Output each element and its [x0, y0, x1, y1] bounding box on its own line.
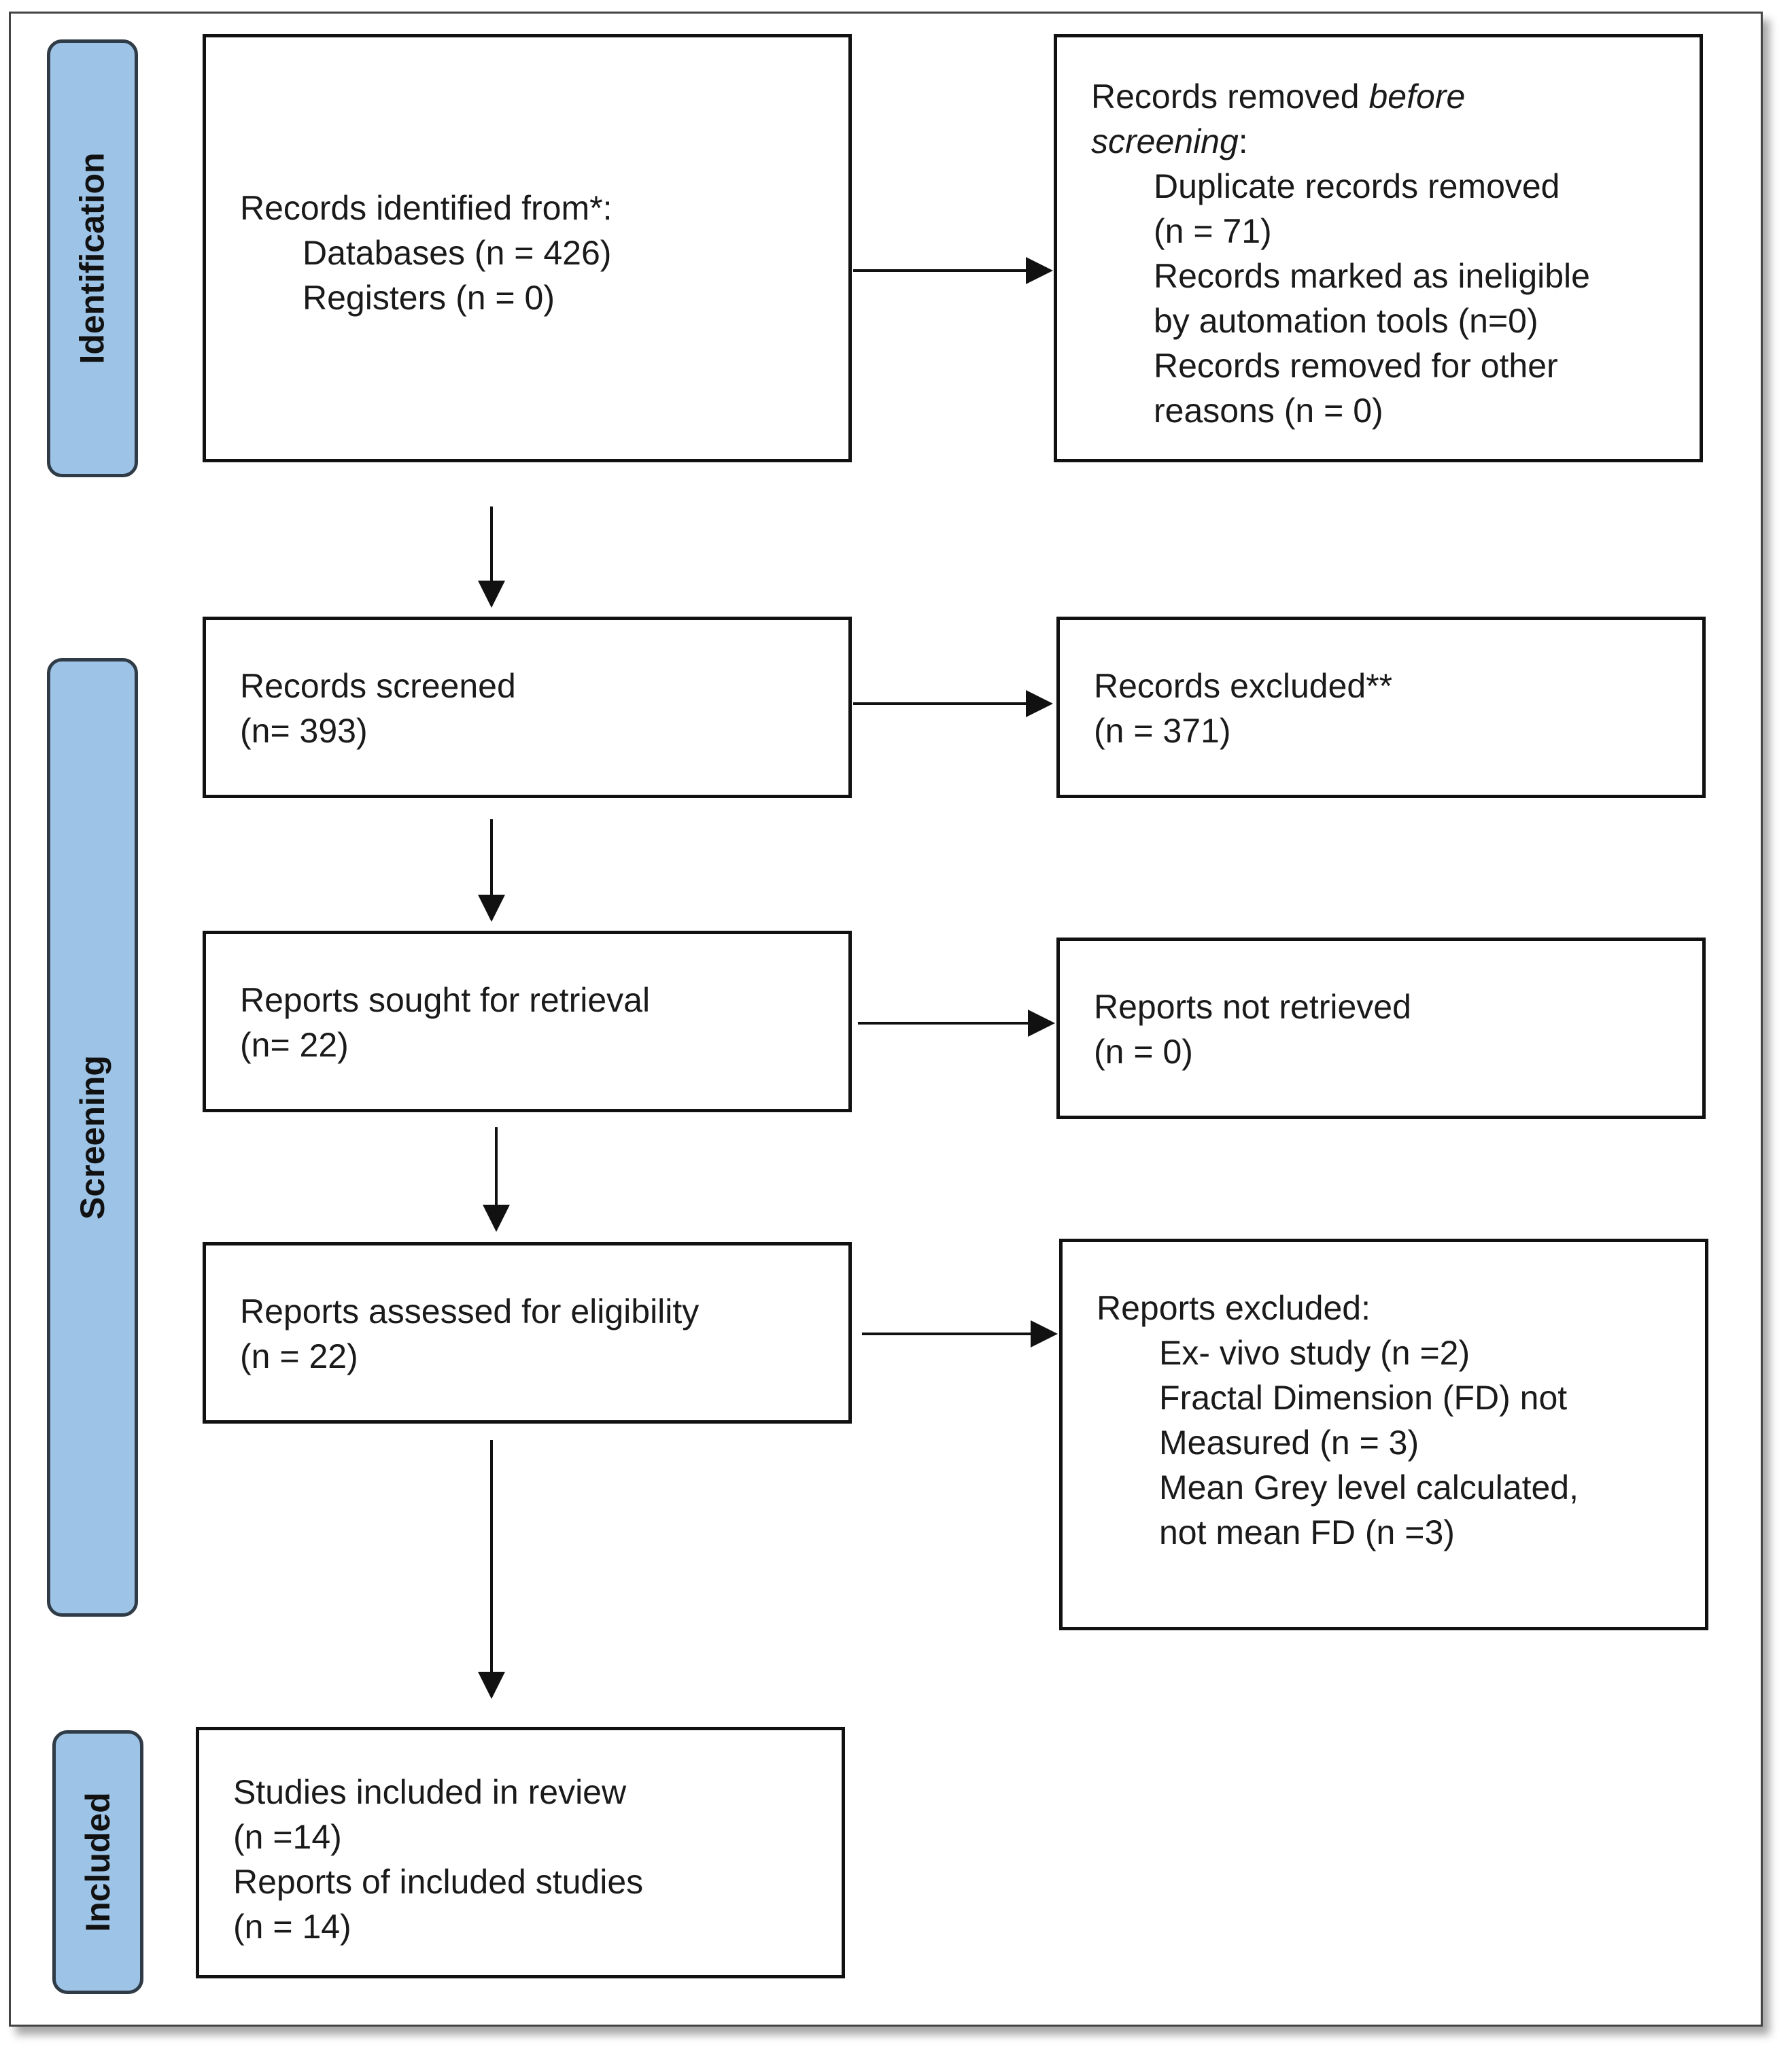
reports-not-retrieved-count: (n = 0) — [1094, 1033, 1193, 1071]
removed-heading-colon: : — [1238, 122, 1248, 160]
reports-excluded-box: Reports excluded: Ex- vivo study (n =2) … — [1059, 1239, 1708, 1630]
reports-assessed-box: Reports assessed for eligibility (n = 22… — [203, 1242, 852, 1424]
removed-heading-screening: screening — [1091, 122, 1239, 160]
reports-sought-box: Reports sought for retrieval (n= 22) — [203, 931, 852, 1112]
reports-included-label: Reports of included studies — [233, 1863, 644, 1901]
stage-identification: Identification — [47, 39, 138, 477]
grey-level-reason-line-1: Mean Grey level calculated, — [1159, 1468, 1579, 1507]
reports-excluded-heading: Reports excluded: — [1097, 1289, 1371, 1327]
reports-assessed-count: (n = 22) — [240, 1337, 358, 1375]
reports-sought-label: Reports sought for retrieval — [240, 981, 651, 1019]
stage-screening: Screening — [47, 658, 138, 1617]
records-screened-count: (n= 393) — [240, 712, 368, 750]
records-excluded-label: Records excluded** — [1094, 667, 1393, 705]
records-removed-box: Records removed before screening: Duplic… — [1054, 34, 1703, 462]
ineligible-line-1: Records marked as ineligible — [1154, 257, 1590, 295]
grey-level-reason-line-2: not mean FD (n =3) — [1159, 1513, 1455, 1551]
studies-included-count: (n =14) — [233, 1818, 342, 1856]
removed-heading-prefix: Records removed — [1091, 78, 1369, 116]
removed-heading-before: before — [1368, 78, 1466, 116]
reports-included-count: (n = 14) — [233, 1908, 351, 1946]
duplicates-removed: Duplicate records removed — [1154, 167, 1560, 205]
reports-assessed-label: Reports assessed for eligibility — [240, 1292, 700, 1330]
other-reasons-line-2: reasons (n = 0) — [1154, 392, 1383, 430]
records-screened-box: Records screened (n= 393) — [203, 617, 852, 798]
records-removed-heading: Records removed before — [1091, 74, 1700, 119]
registers-count: Registers (n = 0) — [303, 279, 555, 317]
fd-reason-line-2: Measured (n = 3) — [1159, 1424, 1419, 1462]
records-identified-heading: Records identified from*: — [240, 189, 613, 227]
exvivo-reason: Ex- vivo study (n =2) — [1159, 1334, 1470, 1372]
reports-not-retrieved-label: Reports not retrieved — [1094, 988, 1411, 1026]
duplicates-removed-count: (n = 71) — [1154, 212, 1272, 250]
records-removed-heading-cont: screening: — [1091, 119, 1700, 164]
ineligible-line-2: by automation tools (n=0) — [1154, 302, 1538, 340]
studies-included-box: Studies included in review (n =14) Repor… — [196, 1727, 845, 1978]
records-excluded-count: (n = 371) — [1094, 712, 1231, 750]
fd-reason-line-1: Fractal Dimension (FD) not — [1159, 1379, 1568, 1417]
stage-included: Included — [52, 1730, 143, 1994]
records-screened-label: Records screened — [240, 667, 516, 705]
records-excluded-box: Records excluded** (n = 371) — [1056, 617, 1706, 798]
other-reasons-line-1: Records removed for other — [1154, 347, 1558, 385]
records-identified-box: Records identified from*: Databases (n =… — [203, 34, 852, 462]
reports-not-retrieved-box: Reports not retrieved (n = 0) — [1056, 938, 1706, 1119]
databases-count: Databases (n = 426) — [303, 234, 612, 272]
studies-included-label: Studies included in review — [233, 1773, 627, 1811]
reports-sought-count: (n= 22) — [240, 1026, 349, 1064]
